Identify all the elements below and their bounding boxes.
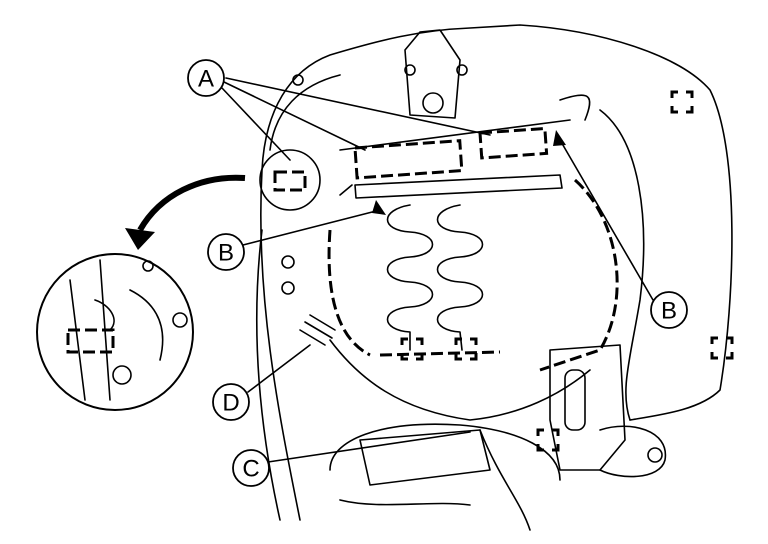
- callout-b-left: B: [207, 233, 245, 271]
- headrest-bracket: [404, 29, 468, 119]
- callout-c-label: C: [242, 456, 259, 483]
- wire-harness: [329, 423, 561, 531]
- seat-springs: [386, 204, 484, 351]
- callout-a: A: [187, 59, 225, 97]
- callout-a-label: A: [198, 66, 214, 93]
- callout-d: D: [212, 383, 250, 421]
- recliner-mechanism: [549, 344, 667, 478]
- callout-d-label: D: [222, 390, 239, 417]
- callout-b-left-label: B: [218, 240, 234, 267]
- callout-b-right: B: [650, 291, 688, 329]
- callout-b-right-label: B: [661, 298, 677, 325]
- detail-inset: [36, 149, 321, 411]
- leader-lines: [221, 77, 654, 463]
- upper-crossbar: [339, 119, 571, 199]
- pad-area: [299, 314, 336, 346]
- clip-locations: [327, 126, 619, 372]
- seat-frame-outline: [256, 24, 733, 521]
- clip-markers: [400, 90, 734, 452]
- callout-c: C: [232, 449, 270, 487]
